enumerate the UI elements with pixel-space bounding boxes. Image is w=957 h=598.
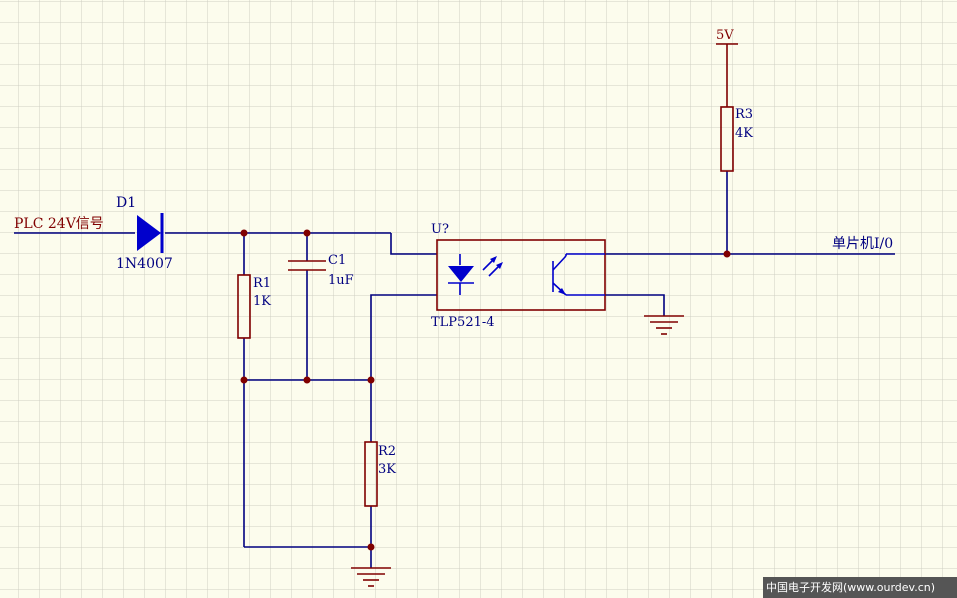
junction-dot (240, 229, 248, 237)
power-port-icon (716, 43, 738, 107)
watermark-text: 中国电子开发网(www.ourdev.cn) (766, 580, 935, 594)
ground-icon (351, 567, 391, 587)
r1-value: 1K (253, 294, 271, 309)
junction-dot (240, 376, 248, 384)
u-ref: U? (431, 222, 449, 237)
r3-ref: R3 (735, 107, 753, 122)
u-value: TLP521-4 (431, 315, 495, 330)
net-label-input: PLC 24V信号 (14, 216, 104, 232)
wires (14, 171, 895, 568)
c1-ref: C1 (328, 253, 346, 268)
optocoupler-u-icon (436, 239, 606, 311)
resistor-r2-icon (364, 441, 378, 507)
wire-led-cathode (370, 294, 437, 380)
power-label: 5V (716, 28, 734, 43)
d1-ref: D1 (116, 195, 136, 211)
wire-emitter-gnd (605, 294, 665, 316)
resistor-r3-icon (720, 106, 734, 172)
watermark-background (763, 577, 957, 598)
ground-icon (644, 315, 684, 335)
r3-value: 4K (735, 126, 753, 141)
junction-dot (723, 250, 731, 258)
junction-dot (303, 376, 311, 384)
junction-dot (367, 376, 375, 384)
r2-ref: R2 (378, 444, 396, 459)
junction-dot (303, 229, 311, 237)
junctions (240, 229, 731, 551)
junction-dot (367, 543, 375, 551)
c1-value: 1uF (328, 273, 354, 288)
net-label-output: 单片机I/0 (832, 236, 893, 252)
resistor-r1-icon (237, 274, 251, 339)
r2-value: 3K (378, 462, 396, 477)
d1-value: 1N4007 (116, 256, 173, 272)
diode-d1-icon (137, 213, 164, 253)
wire-to-led-anode (390, 233, 437, 255)
r1-ref: R1 (253, 276, 271, 291)
capacitor-c1-icon (288, 260, 326, 271)
